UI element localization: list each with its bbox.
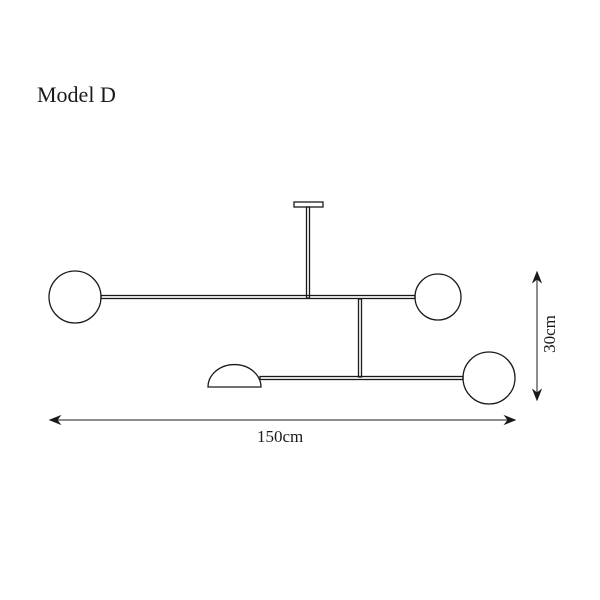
height-label: 30cm [540, 315, 559, 353]
lower-arm [259, 375, 464, 381]
vertical-connector [357, 298, 363, 378]
globe-bottom-right [462, 351, 516, 405]
height-arrow [531, 270, 543, 402]
drop-stem [305, 206, 311, 299]
globe-left [48, 270, 102, 324]
width-label: 150cm [257, 427, 304, 446]
width-arrow [48, 414, 517, 426]
globe-top-right [414, 273, 462, 321]
upper-arm [100, 294, 416, 300]
ceiling-canopy [293, 201, 324, 208]
model-title: Model D [37, 82, 116, 107]
dome-shade [207, 363, 262, 388]
